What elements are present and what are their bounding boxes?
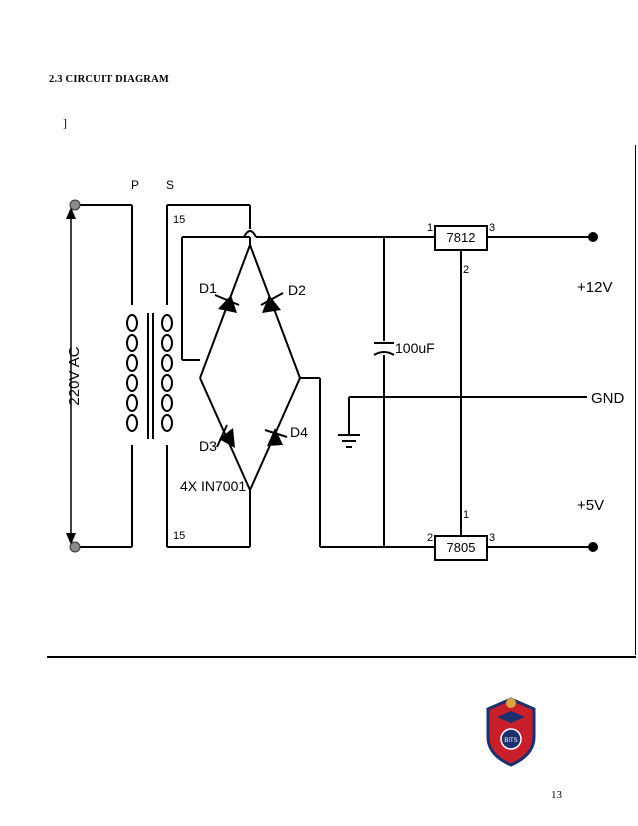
logo-text: BITS <box>504 738 517 744</box>
regulator-7812 <box>434 225 488 251</box>
reg-7812-pin-gnd: 2 <box>463 264 469 276</box>
section-heading: 2.3 CIRCUIT DIAGRAM <box>49 74 169 85</box>
bits-logo: BITS <box>484 697 538 767</box>
reg-7805-label: 7805 <box>447 540 476 555</box>
diode-d1-label: D1 <box>199 280 217 296</box>
reg-7812-label: 7812 <box>447 230 476 245</box>
output-5v-label: +5V <box>577 497 604 514</box>
ground-symbol <box>338 434 360 448</box>
page-rule <box>47 656 636 658</box>
secondary-top-tap: 15 <box>173 214 185 226</box>
reg-7805-pin-in: 2 <box>427 532 433 544</box>
terminals <box>69 199 81 553</box>
regulator-7805 <box>434 535 488 561</box>
stray-bracket: ] <box>63 116 67 130</box>
figure-right-border <box>635 145 636 655</box>
circuit-svg: P S 15 15 220V AC D1 D2 D3 D4 4X IN7001 … <box>66 145 636 655</box>
transformer-coils <box>126 314 173 432</box>
capacitor-label: 100uF <box>395 340 435 356</box>
circuit-diagram: P S 15 15 220V AC D1 D2 D3 D4 4X IN7001 … <box>47 145 636 655</box>
secondary-label: S <box>166 178 174 192</box>
output-12v-label: +12V <box>577 279 612 296</box>
reg-7805-pin-out: 3 <box>489 532 495 544</box>
output-terminals <box>588 232 598 552</box>
reg-7805-pin-gnd: 1 <box>463 509 469 521</box>
wires <box>70 204 591 548</box>
secondary-bottom-tap: 15 <box>173 530 185 542</box>
reg-7812-pin-out: 3 <box>489 222 495 234</box>
input-arrows <box>66 207 76 545</box>
capacitor-symbol <box>373 341 395 356</box>
diode-symbols <box>214 292 288 448</box>
gnd-label: GND <box>591 390 625 407</box>
diode-part-label: 4X IN7001 <box>180 478 246 494</box>
diode-d3-label: D3 <box>199 438 217 454</box>
diode-d2-label: D2 <box>288 282 306 298</box>
page-number: 13 <box>551 789 562 801</box>
diode-d4-label: D4 <box>290 424 308 440</box>
primary-label: P <box>131 178 139 192</box>
reg-7812-pin-in: 1 <box>427 222 433 234</box>
input-voltage-label: 220V AC <box>66 346 83 405</box>
